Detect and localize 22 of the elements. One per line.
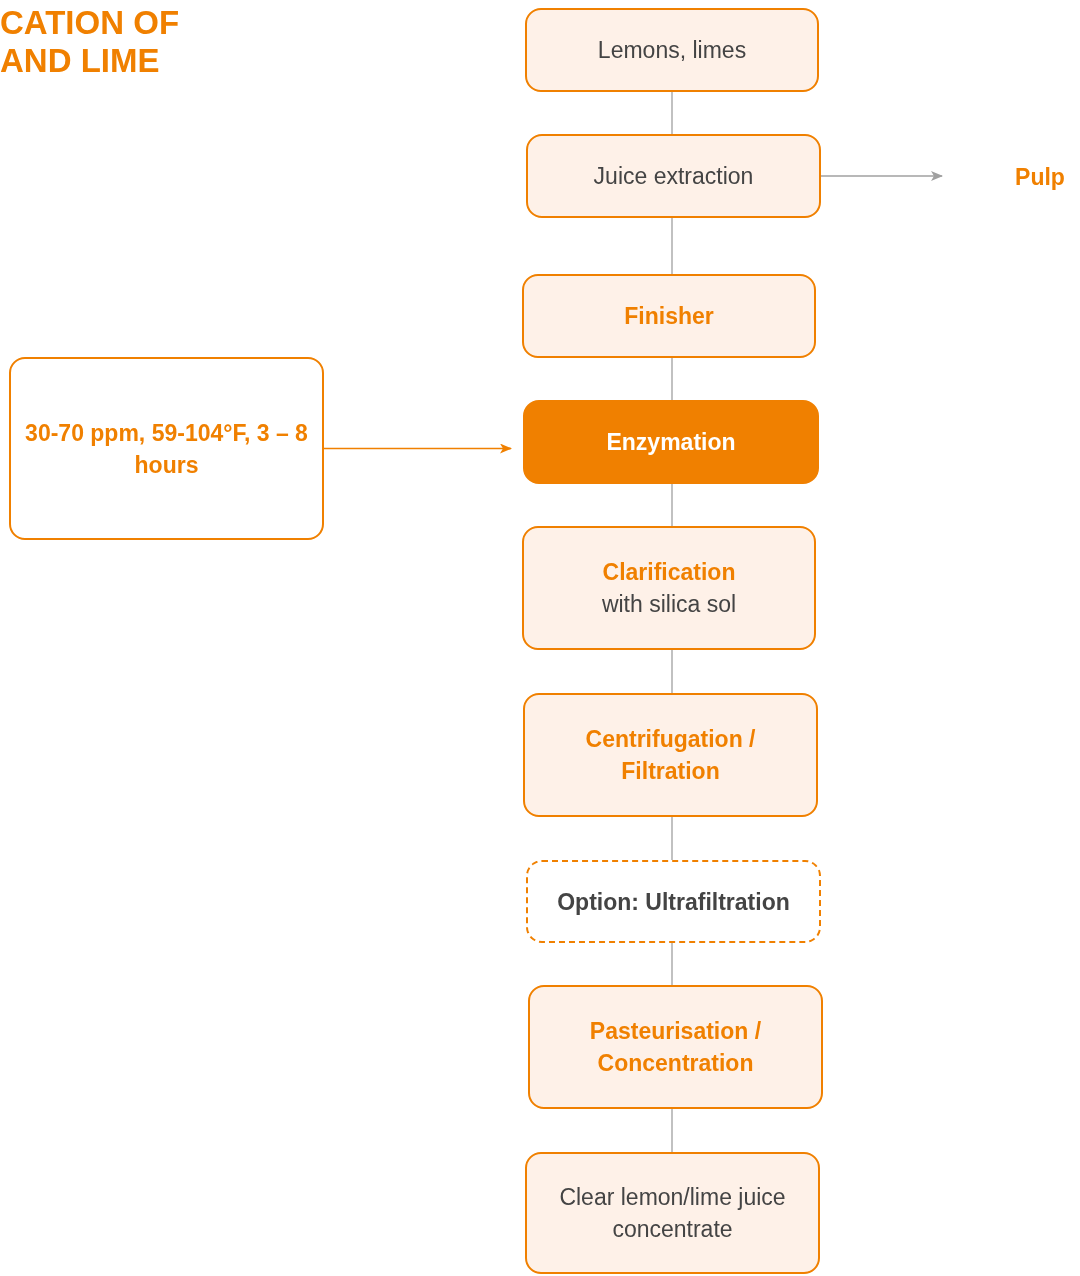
process-box: Juice extraction [526, 134, 821, 218]
title: CATION OF AND LIME [0, 4, 181, 80]
connector-line [671, 1108, 673, 1153]
process-box: Clarification with silica sol [522, 526, 816, 650]
process-box: Clear lemon/lime juice concentrate [525, 1152, 820, 1274]
process-box: Lemons, limes [525, 8, 819, 92]
optional-process-box: Option: Ultrafiltration [526, 860, 821, 943]
connector-line [671, 91, 673, 135]
arrow [820, 171, 943, 181]
connector-line [671, 649, 673, 694]
enzyme-dosage-box: 30-70 ppm, 59-104°F, 3 – 8 hours [9, 357, 324, 540]
output-label: Pulp [1000, 158, 1080, 196]
connector-line [671, 357, 673, 401]
process-box: Centrifugation / Filtration [523, 693, 818, 817]
process-box: Pasteurisation / Concentration [528, 985, 823, 1109]
connector-line [671, 816, 673, 861]
highlighted-process-box: Enzymation [523, 400, 819, 484]
connector-line [671, 942, 673, 986]
connector-line [671, 483, 673, 527]
connector-line [671, 217, 673, 275]
process-box: Finisher [522, 274, 816, 358]
arrow [323, 443, 512, 454]
